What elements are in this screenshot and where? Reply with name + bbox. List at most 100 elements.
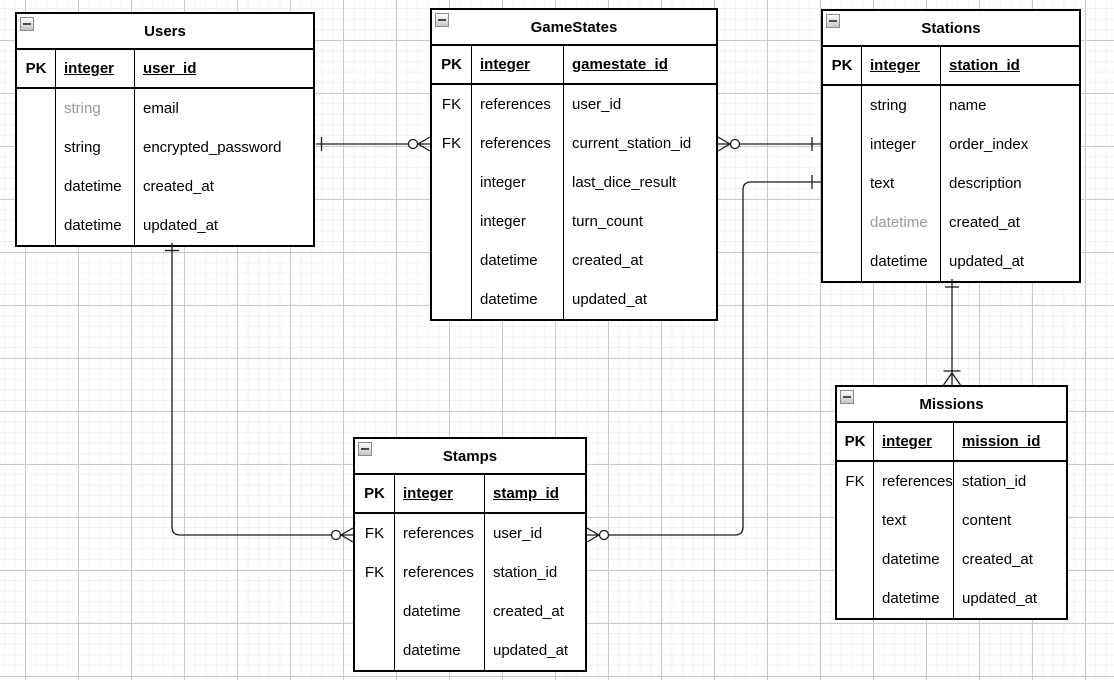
table-row[interactable]: FK references station_id [837, 462, 1066, 501]
key-cell[interactable] [17, 206, 56, 245]
table-row[interactable]: FK references user_id [355, 514, 585, 553]
table-missions-title-bar[interactable]: Missions [837, 387, 1066, 423]
key-cell[interactable] [837, 579, 874, 618]
type-cell[interactable]: integer [882, 433, 933, 450]
type-cell[interactable]: integer [480, 56, 531, 73]
key-cell[interactable] [17, 128, 56, 167]
type-cell[interactable]: datetime [56, 206, 135, 245]
name-cell[interactable]: updated_at [572, 291, 648, 308]
table-missions[interactable]: Missions PK integer mission_id FK refere… [835, 385, 1068, 620]
type-cell[interactable]: references [395, 553, 485, 592]
table-gamestates[interactable]: GameStates PK integer gamestate_id FK re… [430, 8, 718, 321]
table-users[interactable]: Users PK integer user_id string email st… [15, 12, 315, 247]
name-cell[interactable]: stamp_id [493, 485, 559, 502]
table-stamps[interactable]: Stamps PK integer stamp_id FK references… [353, 437, 587, 672]
table-row[interactable]: integer order_index [823, 125, 1079, 164]
collapse-minus-icon[interactable] [358, 442, 372, 456]
table-row[interactable]: datetime created_at [17, 167, 313, 206]
name-cell[interactable]: email [143, 100, 179, 117]
table-row[interactable]: PK integer station_id [823, 47, 1079, 86]
type-cell[interactable]: text [874, 501, 954, 540]
key-cell[interactable] [823, 203, 862, 242]
table-row[interactable]: datetime created_at [432, 241, 716, 280]
key-cell[interactable] [432, 241, 472, 280]
relationship-users-stamps[interactable] [165, 243, 354, 543]
table-row[interactable]: PK integer mission_id [837, 423, 1066, 462]
key-cell[interactable] [432, 202, 472, 241]
key-cell[interactable] [432, 163, 472, 202]
collapse-minus-icon[interactable] [840, 390, 854, 404]
table-row[interactable]: FK references current_station_id [432, 124, 716, 163]
pk-cell[interactable]: PK [823, 47, 862, 84]
type-cell[interactable]: references [395, 514, 485, 553]
table-row[interactable]: PK integer user_id [17, 50, 313, 89]
collapse-minus-icon[interactable] [435, 13, 449, 27]
pk-cell[interactable]: PK [17, 50, 56, 87]
key-cell[interactable] [823, 125, 862, 164]
name-cell[interactable]: last_dice_result [572, 174, 677, 191]
name-cell[interactable]: current_station_id [572, 135, 692, 152]
pk-cell[interactable]: PK [355, 475, 395, 512]
table-row[interactable]: string name [823, 86, 1079, 125]
table-row[interactable]: PK integer gamestate_id [432, 46, 716, 85]
table-row[interactable]: datetime updated_at [823, 242, 1079, 281]
relationship-gamestates-stations[interactable] [717, 136, 821, 152]
type-cell[interactable]: references [472, 85, 564, 124]
key-cell[interactable] [837, 501, 874, 540]
table-row[interactable]: datetime updated_at [355, 631, 585, 670]
type-cell[interactable]: references [874, 462, 954, 501]
table-row[interactable]: integer turn_count [432, 202, 716, 241]
key-cell[interactable]: FK [432, 124, 472, 163]
name-cell[interactable]: order_index [949, 136, 1029, 153]
name-cell[interactable]: turn_count [572, 213, 643, 230]
name-cell[interactable]: created_at [962, 551, 1033, 568]
type-cell[interactable]: references [472, 124, 564, 163]
name-cell[interactable]: created_at [143, 178, 214, 195]
type-cell[interactable]: datetime [862, 203, 941, 242]
name-cell[interactable]: gamestate_id [572, 56, 668, 73]
table-stamps-title-bar[interactable]: Stamps [355, 439, 585, 475]
name-cell[interactable]: encrypted_password [143, 139, 282, 156]
key-cell[interactable] [355, 592, 395, 631]
name-cell[interactable]: user_id [143, 60, 197, 77]
name-cell[interactable]: description [949, 175, 1022, 192]
type-cell[interactable]: datetime [395, 592, 485, 631]
table-row[interactable]: text description [823, 164, 1079, 203]
table-row[interactable]: datetime created_at [823, 203, 1079, 242]
table-stations-title-bar[interactable]: Stations [823, 11, 1079, 47]
key-cell[interactable] [823, 86, 862, 125]
key-cell[interactable] [355, 631, 395, 670]
type-cell[interactable]: datetime [874, 540, 954, 579]
table-row[interactable]: datetime updated_at [837, 579, 1066, 618]
type-cell[interactable]: datetime [472, 241, 564, 280]
table-row[interactable]: datetime created_at [355, 592, 585, 631]
pk-cell[interactable]: PK [432, 46, 472, 83]
table-row[interactable]: string email [17, 89, 313, 128]
key-cell[interactable] [17, 89, 56, 128]
collapse-minus-icon[interactable] [20, 17, 34, 31]
name-cell[interactable]: user_id [572, 96, 622, 113]
table-row[interactable]: datetime created_at [837, 540, 1066, 579]
name-cell[interactable]: created_at [493, 603, 564, 620]
type-cell[interactable]: datetime [56, 167, 135, 206]
name-cell[interactable]: station_id [962, 473, 1027, 490]
name-cell[interactable]: updated_at [962, 590, 1038, 607]
table-row[interactable]: FK references station_id [355, 553, 585, 592]
key-cell[interactable] [823, 164, 862, 203]
type-cell[interactable]: string [862, 86, 941, 125]
type-cell[interactable]: integer [870, 57, 921, 74]
table-row[interactable]: FK references user_id [432, 85, 716, 124]
type-cell[interactable]: string [56, 128, 135, 167]
type-cell[interactable]: integer [472, 163, 564, 202]
table-users-title-bar[interactable]: Users [17, 14, 313, 50]
table-row[interactable]: datetime updated_at [17, 206, 313, 245]
table-row[interactable]: text content [837, 501, 1066, 540]
name-cell[interactable]: station_id [949, 57, 1020, 74]
name-cell[interactable]: mission_id [962, 433, 1041, 450]
name-cell[interactable]: user_id [493, 525, 543, 542]
table-gamestates-title-bar[interactable]: GameStates [432, 10, 716, 46]
type-cell[interactable]: string [56, 89, 135, 128]
key-cell[interactable]: FK [837, 462, 874, 501]
table-row[interactable]: integer last_dice_result [432, 163, 716, 202]
key-cell[interactable]: FK [355, 553, 395, 592]
